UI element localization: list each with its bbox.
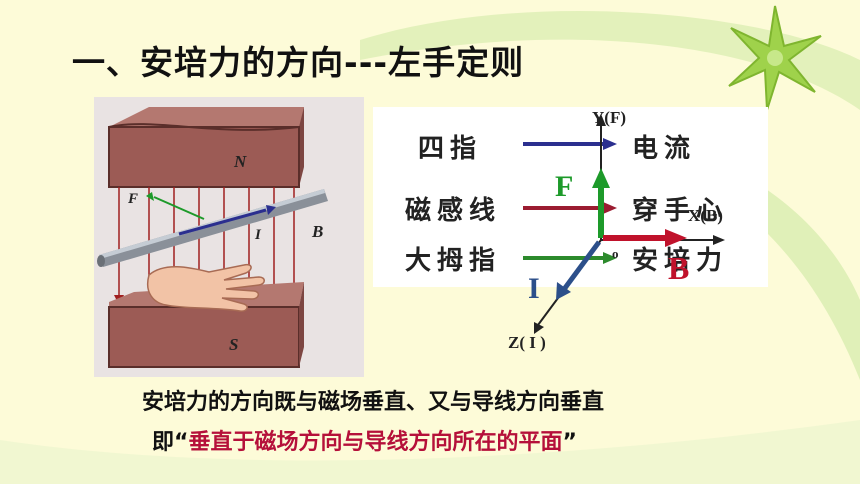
hand-palm [147, 263, 265, 312]
description-line-2: 即“垂直于磁场方向与导线方向所在的平面” [152, 424, 577, 456]
swoosh-bottom [0, 420, 860, 484]
magnet-illustration: N F I B S [94, 97, 364, 377]
row-label-thumb: 大拇指 [405, 246, 502, 276]
axis-label-y: Y(F) [592, 108, 626, 127]
origin-label: o [612, 246, 619, 261]
swoosh-top [360, 11, 860, 110]
axis-label-z: Z( I ) [508, 333, 546, 352]
letter-b: B [668, 250, 690, 286]
row-value-through-palm: 穿手心 [632, 196, 729, 226]
label-s: S [229, 335, 238, 354]
row-label-four-fingers: 四指 [418, 134, 483, 164]
description-line-1: 安培力的方向既与磁场垂直、又与导线方向垂直 [142, 390, 605, 415]
row-value-current: 电流 [632, 134, 697, 164]
label-n: N [233, 152, 247, 171]
description-prefix: 即“ [152, 430, 189, 455]
label-f: F [127, 191, 138, 207]
page-title: 一、安培力的方向---左手定则 [72, 43, 525, 82]
row-value-ampere-force: 安培力 [632, 246, 729, 276]
letter-i: I [528, 272, 540, 305]
coordinate-axes [523, 114, 725, 334]
label-i: I [254, 227, 262, 243]
label-b: B [311, 222, 323, 241]
description-suffix: ” [562, 430, 577, 455]
description-highlight: 垂直于磁场方向与导线方向所在的平面 [188, 430, 563, 455]
axis-label-x: X(B) [688, 206, 723, 225]
letter-f: F [555, 170, 574, 203]
magnet-north [108, 107, 304, 188]
row-label-field-lines: 磁感线 [405, 196, 502, 226]
